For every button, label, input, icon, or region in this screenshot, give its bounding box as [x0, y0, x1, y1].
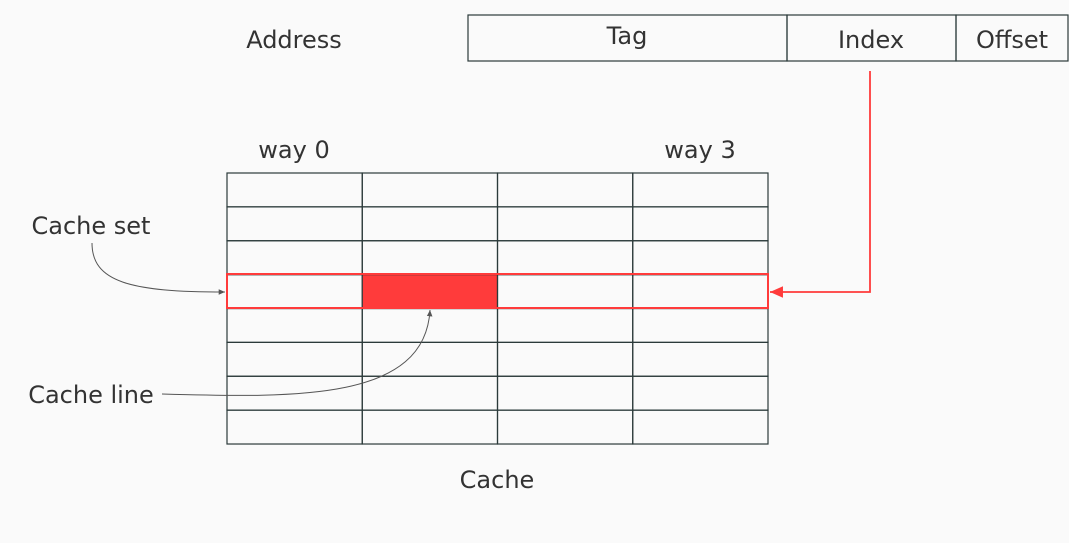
cache-cell	[496, 341, 634, 377]
address-fields: Tag Index Offset	[467, 14, 1069, 62]
cache-cell	[632, 341, 769, 377]
cache-cell	[226, 206, 363, 242]
cache-cell	[496, 307, 634, 343]
cache-cell	[632, 240, 769, 276]
cache-line-label: Cache line	[28, 381, 154, 409]
cache-grid	[226, 172, 769, 445]
cache-cell	[632, 274, 769, 310]
offset-field	[955, 14, 1069, 62]
cache-cell	[361, 341, 499, 377]
cache-cell	[496, 409, 634, 445]
highlighted-cache-line	[361, 274, 499, 310]
way-3-label: way 3	[664, 136, 735, 164]
cache-cell	[226, 375, 363, 411]
cache-cell	[496, 206, 634, 242]
cache-cell	[226, 240, 363, 276]
cache-cell	[496, 240, 634, 276]
cache-set-arrow	[91, 242, 226, 295]
tag-field-label: Tag	[606, 22, 648, 50]
cache-cell	[361, 172, 499, 208]
cache-set-label: Cache set	[32, 212, 151, 240]
cache-cell	[226, 341, 363, 377]
way-0-label: way 0	[258, 136, 329, 164]
index-field-label: Index	[838, 26, 904, 54]
cache-cell	[226, 409, 363, 445]
offset-field-label: Offset	[976, 26, 1048, 54]
cache-label: Cache	[460, 466, 535, 494]
cache-cell	[361, 240, 499, 276]
cache-cell	[496, 375, 634, 411]
cache-cell	[496, 274, 634, 310]
cache-cell	[632, 409, 769, 445]
cache-cell	[632, 172, 769, 208]
cache-cell	[632, 206, 769, 242]
index-arrow	[770, 71, 871, 298]
cache-cell	[226, 307, 363, 343]
cache-line-arrow	[161, 309, 433, 396]
cache-cell	[226, 172, 363, 208]
cache-cell	[226, 274, 363, 310]
cache-cell	[361, 409, 499, 445]
cache-cell	[361, 206, 499, 242]
cache-cell	[496, 172, 634, 208]
highlighted-cache-set	[226, 273, 769, 309]
cache-cell	[361, 375, 499, 411]
cache-cell	[632, 307, 769, 343]
address-label: Address	[246, 26, 342, 54]
cache-cell	[632, 375, 769, 411]
